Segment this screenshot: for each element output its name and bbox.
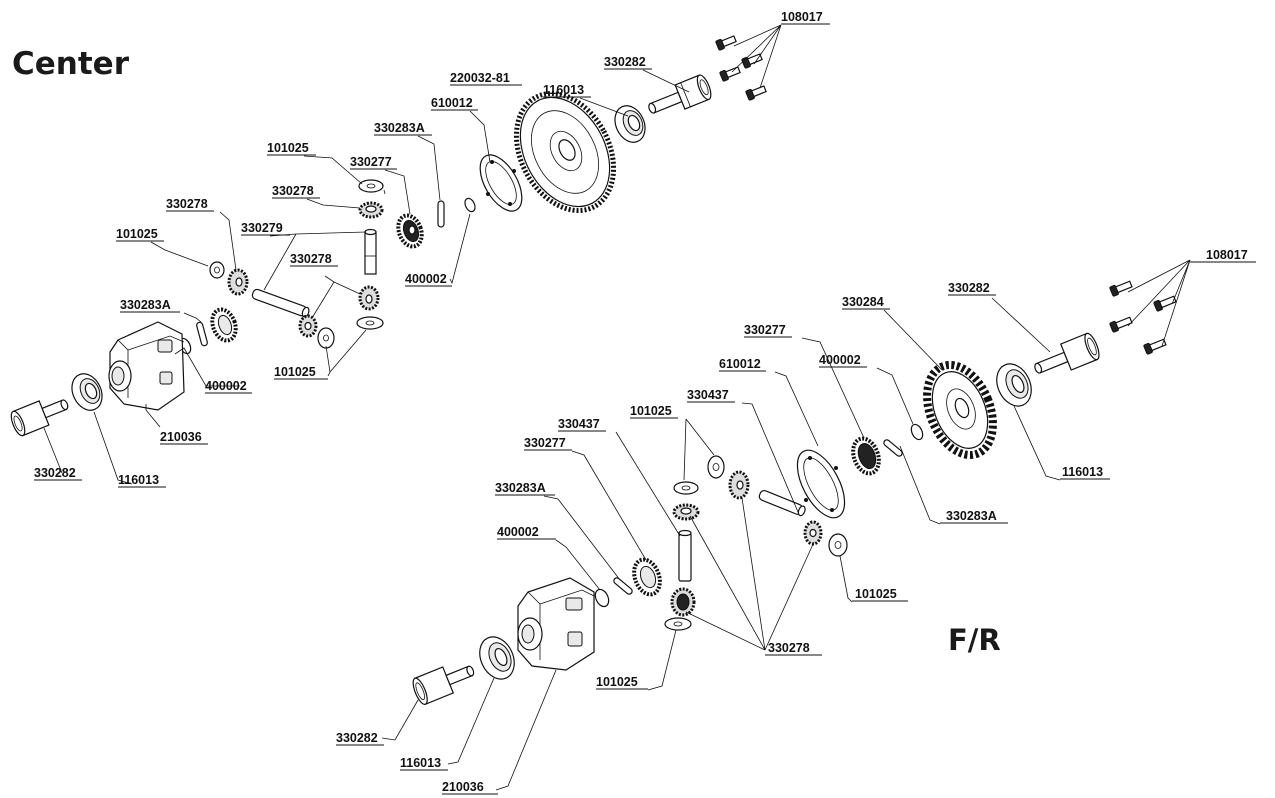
center-oring-top: [464, 197, 476, 213]
label-c-330282: 330282: [34, 466, 76, 480]
label-c-101025-c: 101025: [274, 365, 316, 379]
fr-washer-a: [707, 455, 725, 479]
fr-oring-top: [910, 423, 924, 441]
center-spur-gear: [513, 90, 617, 214]
fr-small-bevel-a: [728, 470, 750, 500]
fr-small-bevel-d: [670, 587, 696, 617]
fr-oring-bottom: [594, 588, 610, 608]
label-f-330277-top: 330277: [744, 323, 786, 337]
label-c-210036: 210036: [160, 430, 202, 444]
fr-large-bevel-bottom: [632, 557, 662, 597]
fr-screws: [1109, 280, 1177, 355]
fr-pin-bottom: [613, 577, 633, 595]
center-outdrive-bottom: [10, 399, 69, 437]
center-small-bevel-d: [298, 314, 318, 338]
label-f-610012: 610012: [719, 357, 761, 371]
fr-cross-pin-diagonal: [758, 489, 806, 517]
fr-diff-case: [517, 577, 595, 671]
label-f-108017: 108017: [1206, 248, 1248, 262]
label-c-400002: 400002: [205, 379, 247, 393]
label-c-330283A-top: 330283A: [374, 121, 425, 135]
label-c-116013-top: 116013: [543, 83, 584, 97]
center-section-title: Center: [12, 46, 130, 82]
fr-washer-d: [664, 617, 692, 631]
label-f-330283A-right: 330283A: [946, 509, 997, 523]
center-small-bevel-a: [358, 201, 384, 219]
label-c-330277: 330277: [350, 155, 392, 169]
label-f-330282: 330282: [336, 731, 378, 745]
center-small-bevel-b: [358, 285, 380, 311]
label-c-610012: 610012: [431, 96, 473, 110]
label-f-101025-bottom: 101025: [596, 675, 638, 689]
fr-bearing-top: [996, 363, 1032, 407]
label-f-330284: 330284: [842, 295, 884, 309]
center-washer-d: [317, 327, 335, 349]
center-bearing-bottom: [71, 373, 103, 411]
label-f-116013-right: 116013: [1062, 465, 1103, 479]
label-f-330437-a: 330437: [687, 388, 729, 402]
center-large-bevel-bottom: [210, 307, 238, 343]
leader-lines: [43, 24, 1191, 791]
center-pin-top: [437, 200, 445, 228]
fr-cross-pin-vertical: [678, 529, 692, 582]
fr-gasket: [796, 449, 846, 519]
fr-bearing-bottom: [479, 636, 515, 680]
label-f-210036: 210036: [442, 780, 484, 794]
fr-large-bevel-top: [851, 436, 881, 476]
center-diff-case: [108, 321, 185, 411]
fr-outdrive-bottom: [412, 665, 475, 705]
label-c-116013: 116013: [118, 473, 159, 487]
label-c-330278-b: 330278: [166, 197, 208, 211]
label-f-400002: 400002: [497, 525, 539, 539]
fr-washer-c: [673, 481, 699, 495]
label-c-101025-a: 101025: [267, 141, 309, 155]
part-labels: 108017 330282 116013 220032-81 610012 33…: [34, 10, 1256, 795]
label-f-101025-a: 101025: [630, 404, 672, 418]
center-outdrive-top: [648, 74, 712, 114]
label-c-400002-top: 400002: [405, 272, 447, 286]
label-f-330277: 330277: [524, 436, 566, 450]
fr-washer-b: [828, 533, 848, 557]
label-c-330282-top: 330282: [604, 55, 646, 69]
center-small-bevel-c: [227, 268, 249, 296]
label-f-101025-right: 101025: [855, 587, 897, 601]
center-cross-pin-diagonal: [251, 288, 310, 318]
label-f-330437-b: 330437: [558, 417, 600, 431]
fr-small-bevel-b: [803, 520, 823, 546]
label-f-116013: 116013: [400, 756, 441, 770]
label-c-220032-81: 220032-81: [450, 71, 510, 85]
fr-section-title: F/R: [948, 623, 1001, 657]
label-c-101025-b: 101025: [116, 227, 158, 241]
fr-pin-top: [883, 439, 903, 457]
center-bearing-top: [614, 105, 646, 143]
center-large-bevel-top: [396, 213, 424, 249]
center-washer-a: [358, 179, 384, 193]
center-screws: [715, 35, 767, 101]
label-c-330278-a: 330278: [272, 184, 314, 198]
label-c-330279: 330279: [241, 221, 283, 235]
center-washer-b: [356, 316, 384, 330]
label-c-330283A: 330283A: [120, 298, 171, 312]
center-pin-bottom: [196, 321, 208, 347]
center-washer-c: [209, 261, 225, 279]
label-f-330283A-left: 330283A: [495, 481, 546, 495]
label-f-330278: 330278: [768, 641, 810, 655]
label-f-330282-top: 330282: [948, 281, 990, 295]
fr-ring-gear: [923, 360, 997, 460]
label-f-400002-top: 400002: [819, 353, 861, 367]
center-gasket: [479, 154, 523, 212]
label-c-108017: 108017: [781, 10, 823, 24]
center-cross-pin-vertical: [364, 228, 377, 275]
fr-small-bevel-c: [672, 503, 700, 521]
fr-outdrive-top: [1034, 332, 1100, 374]
label-c-330278-c: 330278: [290, 252, 332, 266]
